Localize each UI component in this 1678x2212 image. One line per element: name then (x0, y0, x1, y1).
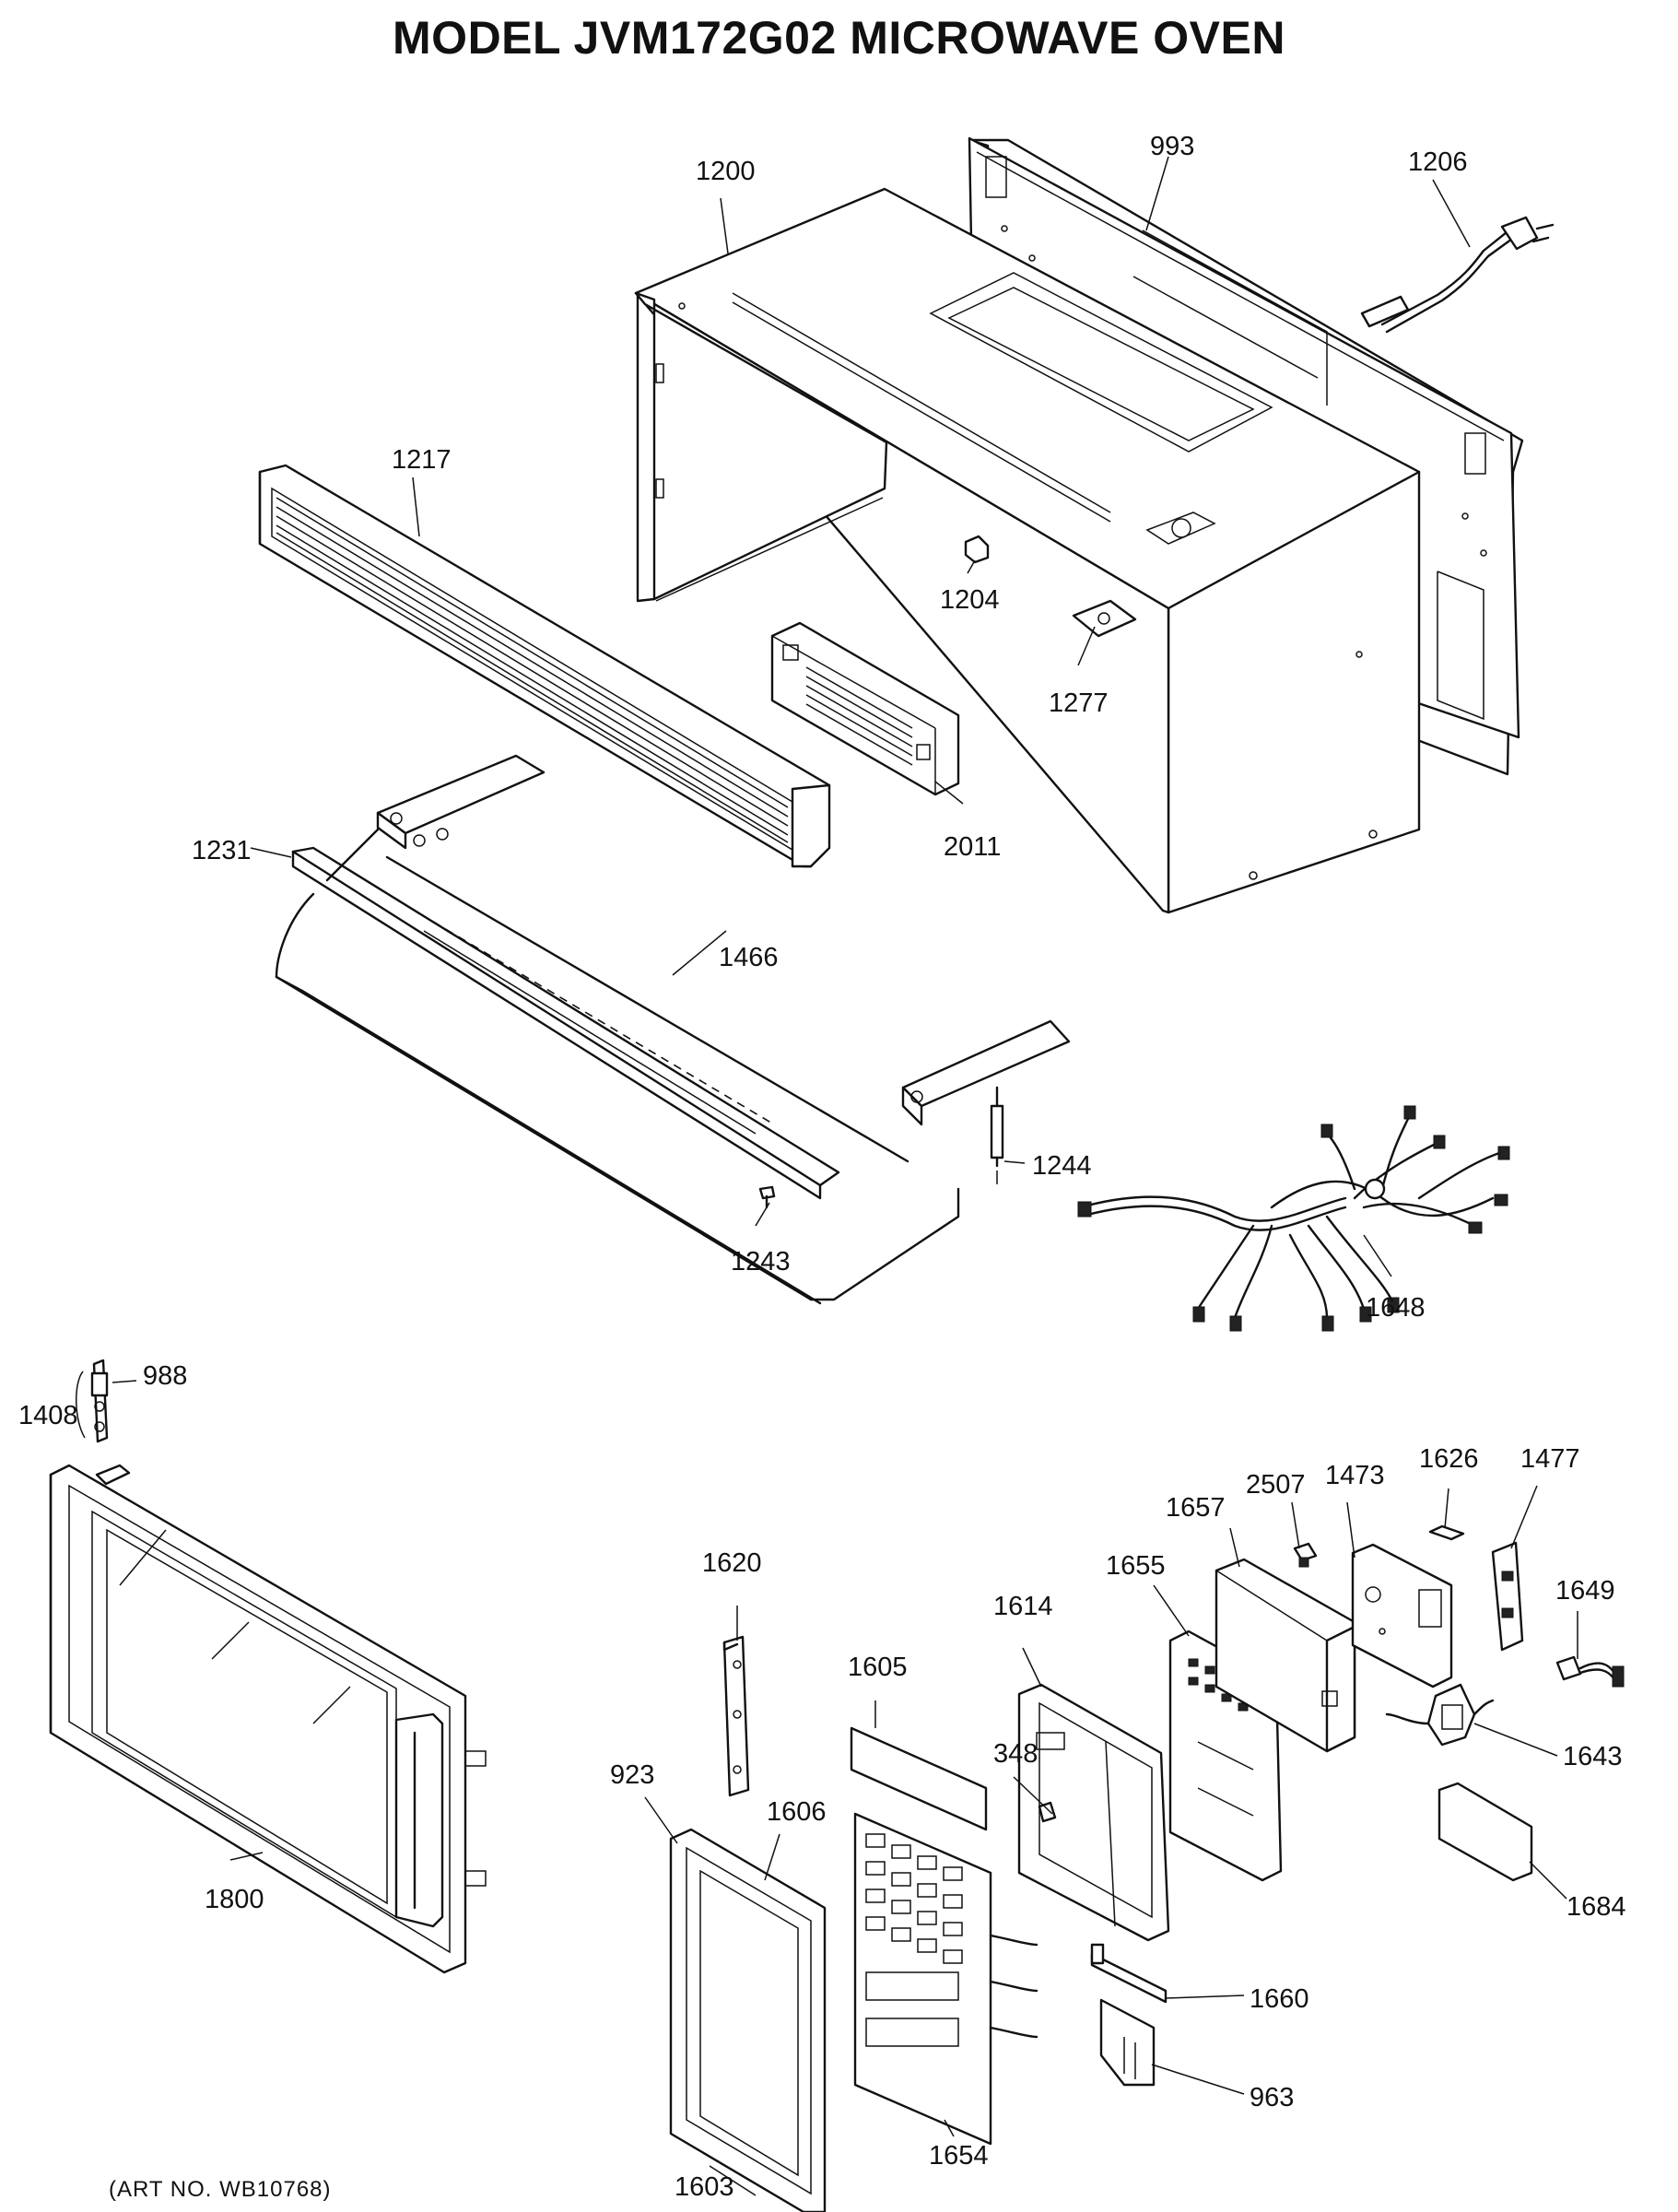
hinge-1408 (90, 1359, 109, 1443)
label-1649: 1649 (1555, 1576, 1615, 1606)
connector-1649 (1555, 1655, 1625, 1688)
label-1605: 1605 (848, 1653, 908, 1682)
label-1477: 1477 (1520, 1444, 1580, 1474)
label-1243: 1243 (731, 1247, 791, 1277)
bracket-963 (1099, 1998, 1156, 2087)
label-1648: 1648 (1366, 1293, 1426, 1323)
art-number: (ART NO. WB10768) (109, 2177, 332, 2202)
power-cord-1206 (1360, 216, 1555, 334)
label-988: 988 (143, 1361, 187, 1391)
shield-box-1657 (1214, 1558, 1356, 1753)
relay-1643 (1385, 1683, 1495, 1747)
diagram-title: MODEL JVM172G02 MICROWAVE OVEN (393, 12, 1285, 64)
label-1620: 1620 (702, 1548, 762, 1578)
label-2507: 2507 (1246, 1470, 1306, 1500)
label-1643: 1643 (1563, 1742, 1623, 1771)
label-1800: 1800 (205, 1885, 264, 1914)
plate-1277 (1072, 599, 1137, 638)
label-1684: 1684 (1567, 1892, 1626, 1922)
frame-923 (669, 1828, 827, 2212)
label-1277: 1277 (1049, 688, 1109, 718)
cover-plate-1684 (1437, 1782, 1533, 1882)
label-1654: 1654 (929, 2141, 989, 2171)
fuse-1626 (1428, 1524, 1465, 1541)
label-1626: 1626 (1419, 1444, 1479, 1474)
label-1204: 1204 (940, 585, 1000, 615)
label-1408: 1408 (18, 1401, 78, 1430)
label-923: 923 (610, 1760, 654, 1790)
label-1231: 1231 (192, 836, 252, 865)
bracket-1660 (1090, 1943, 1168, 2004)
drip-tray-1466 (275, 754, 1071, 1305)
label-1244: 1244 (1032, 1151, 1092, 1181)
clip-2507 (1293, 1542, 1318, 1568)
outer-case-1200 (634, 187, 1421, 914)
label-1606: 1606 (767, 1797, 827, 1827)
keypad-1654 (853, 1812, 1038, 2146)
bracket-1477 (1491, 1541, 1524, 1652)
bracket-1620 (722, 1635, 750, 1797)
clip-1204 (964, 535, 990, 564)
label-1657: 1657 (1166, 1493, 1226, 1523)
leader-lines (76, 156, 1578, 2196)
part-labels: 993 1206 1200 1217 1204 1277 1231 2011 1… (18, 132, 1626, 2202)
display-window-1605 (850, 1726, 988, 1831)
label-1466: 1466 (719, 943, 779, 972)
label-1655: 1655 (1106, 1551, 1166, 1581)
label-1200: 1200 (696, 157, 756, 186)
label-1206: 1206 (1408, 147, 1468, 177)
label-348: 348 (993, 1739, 1038, 1769)
front-grille-1217 (258, 464, 831, 868)
label-963: 963 (1250, 2083, 1294, 2112)
board-1473 (1351, 1543, 1453, 1688)
control-panel-1614 (1017, 1683, 1170, 1942)
label-1473: 1473 (1325, 1461, 1385, 1490)
wire-harness-1648 (1077, 1105, 1510, 1332)
door-1800 (49, 1464, 487, 1974)
screw-1244 (990, 1086, 1004, 1184)
label-1660: 1660 (1250, 1984, 1309, 2014)
label-2011: 2011 (944, 832, 1001, 862)
label-993: 993 (1150, 132, 1194, 161)
label-1614: 1614 (993, 1592, 1053, 1621)
vent-plate-2011 (770, 621, 960, 796)
screw-1243 (758, 1185, 776, 1209)
label-1217: 1217 (392, 445, 452, 475)
label-1603: 1603 (675, 2172, 734, 2202)
